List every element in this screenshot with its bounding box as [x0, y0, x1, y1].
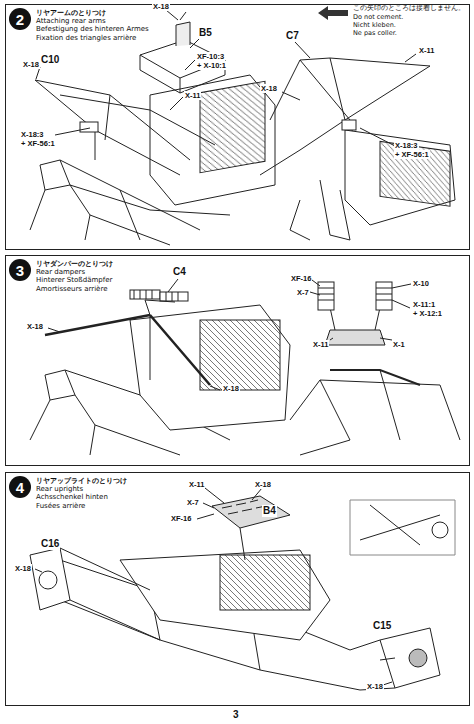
step-heading: Hinterer Stoßdämpfer [36, 276, 112, 284]
panel-3-drawing [30, 279, 460, 455]
step-panel: リヤアップライトのとりつけRear uprightsAchsschenkel h… [5, 472, 470, 706]
step-heading: Fixation des triangles arrière [36, 34, 136, 42]
step-heading: Amortisseurs arrière [36, 285, 107, 293]
callout-label: X-11 [184, 91, 201, 100]
step-digit: 4 [16, 479, 24, 496]
step-heading: Fusées arrière [36, 502, 85, 510]
callout-label: X-18:3 [394, 141, 419, 150]
callout-label: X-11 [188, 480, 205, 489]
panel-2-drawing [30, 6, 455, 245]
callout-label: XF-10:3 [196, 52, 225, 61]
step-digit: 2 [16, 11, 24, 28]
callout-label: C15 [372, 620, 392, 632]
callout-label: + XF-56:1 [394, 150, 430, 159]
callout-label: + XF-56:1 [20, 139, 56, 148]
step-heading: Rear dampers [36, 268, 85, 276]
step-digit: 3 [16, 262, 24, 279]
callout-label: X-18 [26, 322, 44, 331]
callout-label: 3 [232, 709, 240, 721]
callout-label: X-18 [366, 682, 384, 691]
step-number: 4 [9, 476, 31, 498]
callout-label: B5 [198, 27, 213, 39]
step-panel: リヤダンパーのとりつけRear dampersHinterer Stoßdämp… [5, 255, 470, 466]
note-text: Do not cement. [352, 13, 404, 21]
step-heading: Befestigung des hinteren Armes [36, 25, 149, 33]
callout-label: X-18 [152, 2, 170, 11]
callout-label: C10 [40, 54, 60, 66]
callout-label: X-11 [312, 340, 329, 349]
callout-label: X-18:3 [20, 130, 45, 139]
callout-label: + X-12:1 [412, 309, 443, 318]
callout-label: + X-10:1 [196, 61, 227, 70]
callout-label: X-11:1 [412, 300, 436, 309]
callout-label: X-11 [418, 46, 435, 55]
callout-label: C4 [172, 266, 187, 278]
callout-label: X-18 [14, 564, 32, 573]
callout-label: X-7 [186, 498, 200, 507]
note-text: Ne pas coller. [352, 29, 398, 37]
callout-label: X-18 [22, 60, 40, 69]
callout-label: X-10 [412, 279, 430, 288]
step-heading: Attaching rear arms [36, 17, 106, 25]
callout-label: XF-16 [290, 274, 312, 283]
callout-label: B4 [262, 505, 277, 517]
callout-label: X-18 [222, 384, 240, 393]
callout-label: X-1 [392, 340, 406, 349]
note-text: Nicht kleben. [352, 21, 397, 29]
callout-label: X-7 [296, 288, 310, 297]
callout-label: C7 [285, 30, 300, 42]
step-number: 3 [9, 259, 31, 281]
callout-label: XF-16 [170, 514, 192, 523]
step-panel: リヤアームのとりつけAttaching rear armsBefestigung… [5, 4, 470, 250]
step-heading: Achsschenkel hinten [36, 493, 108, 501]
callout-label: C16 [40, 538, 60, 550]
step-heading: Rear uprights [36, 485, 83, 493]
callout-label: X-18 [260, 84, 278, 93]
callout-label: X-18 [254, 480, 272, 489]
step-number: 2 [9, 8, 31, 30]
panel-4-drawing [30, 488, 455, 690]
note-text: この矢印のところは接着しません。 [352, 4, 466, 12]
